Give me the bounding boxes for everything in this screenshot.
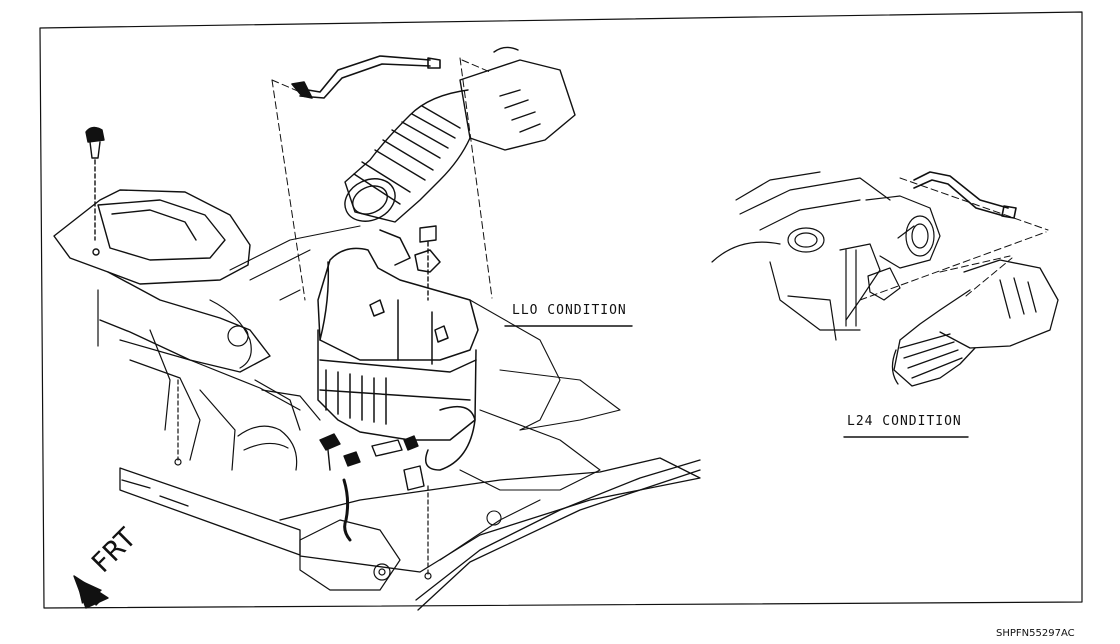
push-pin-fastener <box>85 126 105 241</box>
l24-breather-tube <box>913 171 1017 219</box>
wiring-harness <box>237 379 432 591</box>
figure-code: SHPFN55297AC <box>996 628 1075 639</box>
l24-condition-label: L24 CONDITION <box>847 414 962 429</box>
figure-frame <box>39 11 1083 609</box>
breather-tube <box>291 55 441 99</box>
front-arrow-icon <box>73 575 109 609</box>
air-cleaner-housing <box>317 229 479 471</box>
llo-condition-label: LLO CONDITION <box>512 303 627 318</box>
fender-edge <box>119 457 701 611</box>
air-intake-bracket <box>53 189 271 373</box>
alignment-lines <box>271 57 493 301</box>
l24-alignment-lines <box>859 177 1049 301</box>
radiator-support <box>97 289 301 471</box>
mounting-bolts <box>319 225 437 491</box>
inlet-duct <box>344 46 576 223</box>
l24-inset-illustration <box>711 171 941 341</box>
l24-inlet-duct <box>891 259 1059 387</box>
